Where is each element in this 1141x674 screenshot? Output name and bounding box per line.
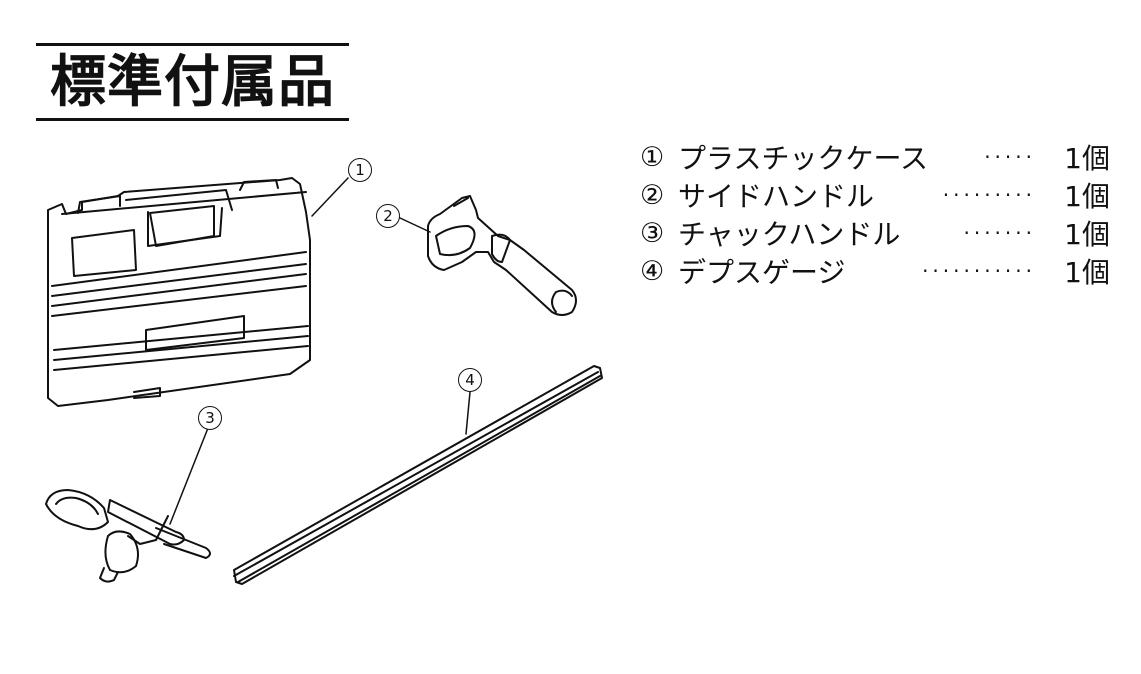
item-name: プラスチックケース <box>678 142 929 175</box>
accessory-item: ④ デプスゲージ ··········· 1個 <box>640 252 1110 290</box>
leader-dots: ······· <box>963 221 1036 245</box>
item-number: ③ <box>640 217 665 249</box>
chuck-handle-icon <box>45 427 211 583</box>
item-name: チャックハンドル <box>678 218 901 251</box>
plastic-case-icon <box>47 177 349 407</box>
item-number: ② <box>640 179 665 211</box>
side-handle-icon <box>399 195 577 316</box>
callout-3: 3 <box>198 406 222 430</box>
item-quantity: 1個 <box>1064 256 1110 289</box>
callout-1: 1 <box>348 158 372 182</box>
item-name: デプスゲージ <box>678 256 846 289</box>
callout-4: 4 <box>458 368 482 392</box>
item-number: ① <box>640 141 665 173</box>
title-top-rule <box>36 43 349 46</box>
callout-2: 2 <box>376 204 400 228</box>
depth-gauge-icon <box>233 365 603 585</box>
accessory-item: ③ チャックハンドル ······· 1個 <box>640 214 1110 252</box>
accessory-item: ① プラスチックケース ····· 1個 <box>640 138 1110 176</box>
item-name: サイドハンドル <box>678 180 875 213</box>
accessory-item: ② サイドハンドル ········· 1個 <box>640 176 1110 214</box>
item-quantity: 1個 <box>1064 218 1110 251</box>
item-quantity: 1個 <box>1064 180 1110 213</box>
item-number: ④ <box>640 255 665 287</box>
title-bottom-rule <box>36 118 349 121</box>
leader-dots: ········· <box>942 183 1036 207</box>
accessory-list: ① プラスチックケース ····· 1個 ② サイドハンドル ·········… <box>640 138 1110 290</box>
leader-dots: ··········· <box>922 259 1036 283</box>
page-title: 標準付属品 <box>50 50 335 115</box>
leader-dots: ····· <box>984 145 1036 169</box>
item-quantity: 1個 <box>1064 142 1110 175</box>
